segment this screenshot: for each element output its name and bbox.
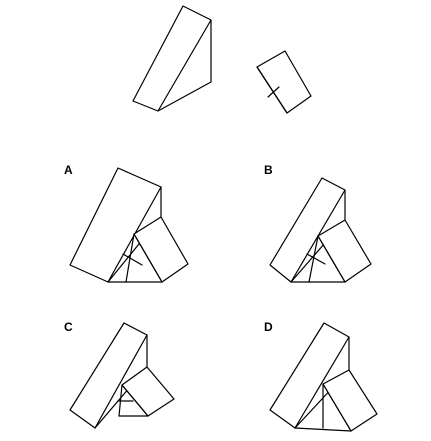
large-wedge-ridge [94, 334, 148, 429]
option-label: A [64, 163, 73, 177]
option-d-figure [269, 322, 378, 432]
option-label: C [64, 320, 73, 334]
small-wedge-inner-edge [256, 66, 288, 114]
option-c[interactable]: C [64, 320, 175, 429]
small-wedge-outline [256, 50, 312, 114]
option-b[interactable]: B [264, 163, 372, 283]
large-wedge [69, 322, 148, 429]
small-wedge-inner-edge [294, 427, 352, 432]
small-wedge-inner-edge [317, 235, 346, 283]
large-wedge [269, 322, 350, 429]
small-wedge-inner-edge [308, 235, 319, 283]
small-wedge [322, 369, 378, 432]
option-label: B [264, 163, 273, 177]
large-wedge-piece [132, 5, 212, 112]
small-wedge-inner-edge [322, 383, 352, 432]
option-b-figure [269, 177, 372, 283]
large-wedge-ridge [157, 19, 212, 112]
small-wedge-inner-edge [267, 86, 280, 98]
small-wedge-piece [256, 50, 312, 114]
small-wedge-inner-edge [122, 253, 143, 266]
large-wedge-front-face [132, 5, 212, 112]
small-wedge-inner-edge [121, 384, 149, 417]
option-a[interactable]: A [64, 163, 189, 283]
small-wedge-inner-edge [306, 253, 326, 265]
option-label: D [264, 320, 273, 334]
option-d[interactable]: D [264, 320, 378, 432]
large-wedge [69, 167, 162, 283]
option-a-figure [69, 167, 189, 283]
option-c-figure [69, 322, 175, 429]
large-wedge-ridge [294, 336, 350, 429]
large-wedge [269, 177, 346, 283]
small-wedge-inner-edge [133, 233, 163, 283]
given-pieces [132, 5, 312, 114]
